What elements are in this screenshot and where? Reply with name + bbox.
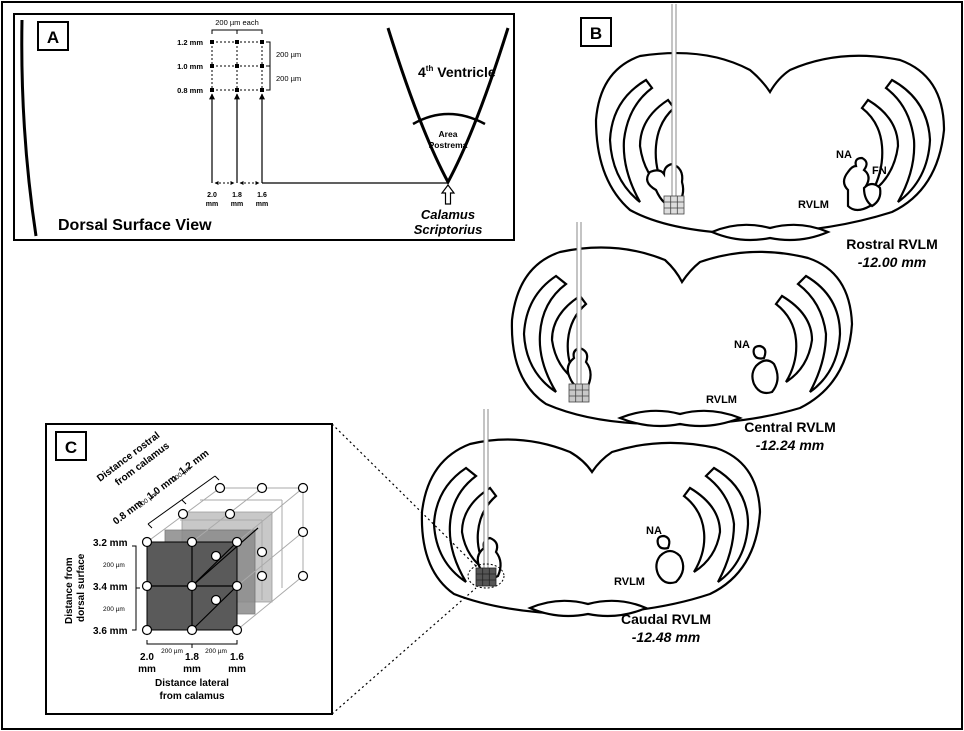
- depth-value-3-6: 3.6 mm: [93, 626, 128, 637]
- rostral-section-level: -12.00 mm: [858, 254, 926, 270]
- rostral-fn-blob: [862, 182, 882, 208]
- calamus-arrow-icon: [440, 184, 456, 205]
- central-outer-band-right: [796, 274, 842, 393]
- panel-b-letter: B: [590, 24, 602, 43]
- lateral-value-1-8: 1.8: [185, 652, 199, 663]
- postrema-label-1: Area: [439, 129, 458, 139]
- lateral-value-2-0: 2.0: [140, 652, 154, 663]
- central-outer-band-left: [522, 274, 568, 393]
- depth-spacing-2: 200 µm: [103, 606, 125, 613]
- caudal-section-name: Caudal RVLM: [621, 611, 711, 627]
- central-section: NA RVLM Central RVLM -12.24 mm: [510, 222, 854, 453]
- lateral-c-unit-3: mm: [228, 664, 246, 675]
- caudal-inner-band-right: [682, 486, 722, 573]
- lateral-1-8: 1.8: [232, 192, 242, 199]
- caudal-section: NA RVLM Caudal RVLM -12.48 mm: [420, 409, 762, 645]
- rostral-outer-band-right: [884, 78, 932, 203]
- lateral-unit-3: mm: [256, 201, 268, 208]
- lateral-axis-title-2: from calamus: [159, 691, 224, 702]
- central-injection-grid: [568, 383, 590, 403]
- panel-c-letter-box: [55, 431, 87, 461]
- depth-axis-title-1: Distance from: [64, 557, 75, 624]
- central-rvlm-label: RVLM: [706, 394, 737, 406]
- rostral-level-1-2: 1.2 mm: [177, 38, 203, 47]
- central-na-label: NA: [734, 339, 750, 351]
- panel-a-frame: [13, 13, 515, 241]
- caudal-na-blob: [656, 534, 671, 550]
- panel-a-letter-box: [37, 21, 69, 51]
- lateral-spacing-2: 200 µm: [205, 648, 227, 655]
- rostral-fn-label: FN: [872, 165, 887, 177]
- cube-nodes: [141, 482, 309, 636]
- rostral-level-0-8: 0.8 mm: [177, 86, 203, 95]
- grid-points: [210, 40, 264, 92]
- panel-c: C Dis: [45, 423, 333, 715]
- postrema-label-2: Postrema: [429, 140, 468, 150]
- caudal-na-label: NA: [646, 525, 662, 537]
- caudal-outer-band-right: [704, 466, 750, 583]
- lateral-c-unit-2: mm: [183, 664, 201, 675]
- depth-axis-title-2: dorsal surface: [76, 553, 87, 622]
- side-spacing-2: 200 µm: [276, 74, 301, 83]
- rostral-section-name: Rostral RVLM: [846, 236, 938, 252]
- panel-c-letter: C: [65, 438, 77, 457]
- lateral-bracket: [146, 640, 238, 648]
- caudal-rvlm-label: RVLM: [614, 576, 645, 588]
- lateral-2-0: 2.0: [207, 192, 217, 199]
- caudal-rvlm-blob: [655, 549, 685, 585]
- central-inner-band-right: [774, 294, 814, 383]
- rostral-pyramid-bump: [709, 223, 831, 242]
- depth-spacing-1: 200 µm: [103, 562, 125, 569]
- depth-value-3-4: 3.4 mm: [93, 582, 128, 593]
- lateral-unit-2: mm: [231, 201, 243, 208]
- rostral-na-label: NA: [836, 149, 852, 161]
- rostral-section: NA FN RVLM Rostral RVLM -12.00 mm: [594, 4, 946, 270]
- panel-b: B NA FN RVLM Rostral RVLM -12.00 mm: [331, 4, 946, 715]
- depth-value-3-2: 3.2 mm: [93, 538, 128, 549]
- dorsal-surface-title: Dorsal Surface View: [58, 217, 212, 234]
- zoom-line-bottom: [331, 587, 477, 715]
- rostral-rvlm-label: RVLM: [798, 199, 829, 211]
- lateral-axis-title-1: Distance lateral: [155, 678, 229, 689]
- central-section-level: -12.24 mm: [756, 437, 824, 453]
- spacing-top-bracket: [211, 29, 263, 34]
- calamus-label-2: Scriptorius: [414, 222, 483, 237]
- panel-a-letter: A: [47, 28, 59, 47]
- fourth-ventricle-outline: [386, 27, 510, 186]
- rostral-level-1-0: 1.0 mm: [177, 62, 203, 71]
- caudal-injection-grid: [475, 567, 497, 587]
- side-spacing-bracket: [266, 41, 271, 91]
- caudal-pyramid-bump: [527, 599, 649, 618]
- ventricle-label: 4th Ventricle: [418, 64, 496, 80]
- caudal-outer-band-left: [432, 466, 478, 583]
- central-rvlm-blob: [751, 359, 779, 395]
- panel-a: A Dorsal Surface View 200 µm each 1.2 mm…: [13, 13, 515, 241]
- zoom-line-top: [331, 423, 477, 567]
- spacing-top-label: 200 µm each: [215, 18, 259, 27]
- lateral-unit-1: mm: [206, 201, 218, 208]
- caudal-zoom-ring: [467, 563, 505, 589]
- lateral-spacing-1: 200 µm: [161, 648, 183, 655]
- depth-bracket: [132, 545, 140, 631]
- area-postrema-outline: [412, 112, 486, 126]
- rostral-injection-grid: [663, 195, 685, 215]
- side-spacing-1: 200 µm: [276, 50, 301, 59]
- rostral-outer-band-left: [608, 78, 654, 203]
- lateral-c-unit-1: mm: [138, 664, 156, 675]
- lateral-value-1-6: 1.6: [230, 652, 244, 663]
- central-na-blob: [752, 344, 767, 360]
- caudal-section-level: -12.48 mm: [632, 629, 700, 645]
- panel-b-letter-box: [580, 17, 612, 47]
- central-pyramid-bump: [617, 409, 743, 428]
- brainstem-edge: [20, 19, 38, 237]
- lateral-1-6: 1.6: [257, 192, 267, 199]
- central-section-name: Central RVLM: [744, 419, 836, 435]
- rostral-bracket: [147, 475, 220, 529]
- calamus-label-1: Calamus: [421, 207, 475, 222]
